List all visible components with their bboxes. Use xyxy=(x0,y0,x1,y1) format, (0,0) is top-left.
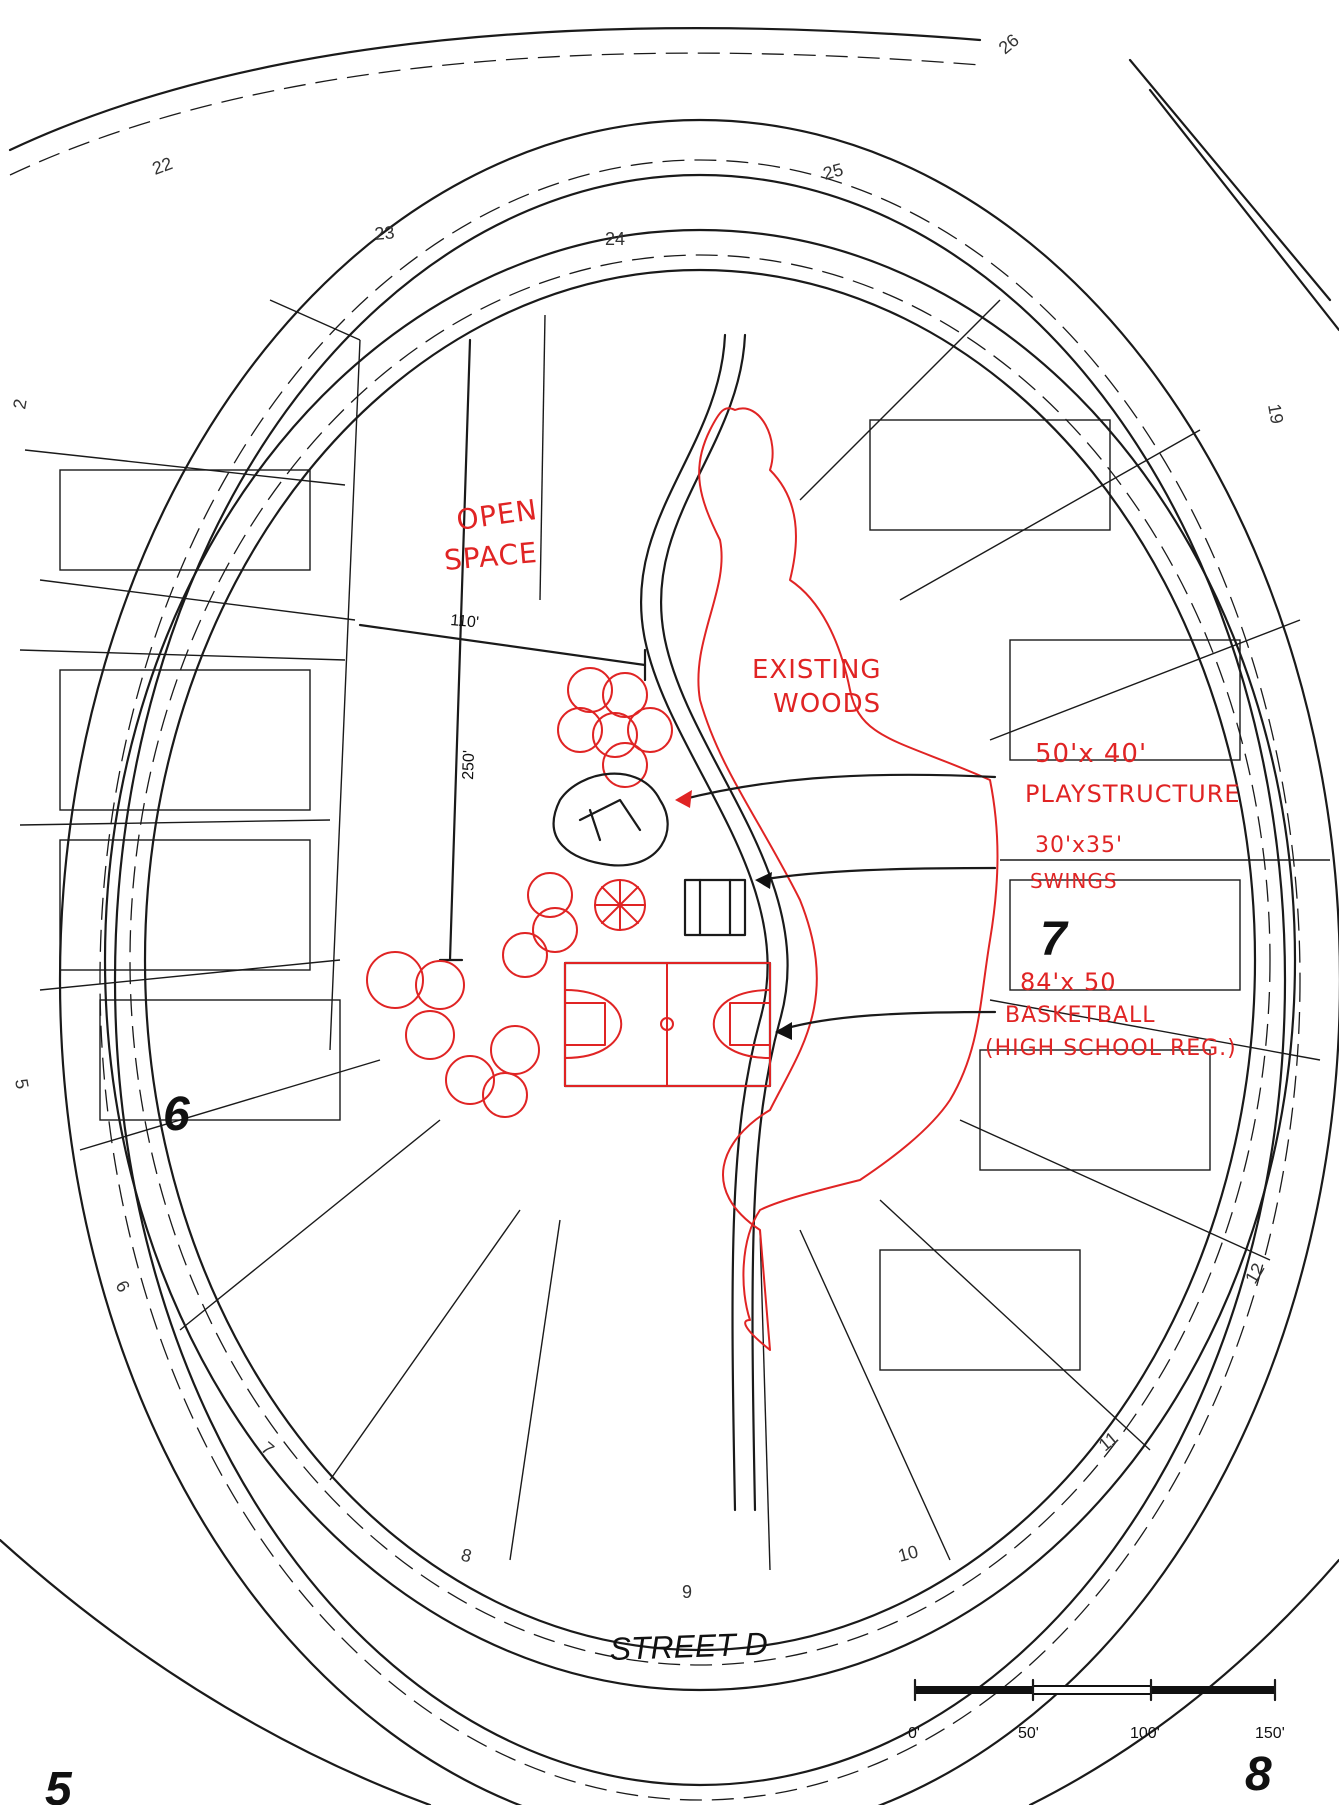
scale-bar: 0' 50' 100' 150' xyxy=(908,1678,1285,1742)
dimension-length-label: 250' xyxy=(460,750,478,780)
lot-number: 23 xyxy=(374,222,396,244)
lot-number: 10 xyxy=(896,1541,921,1566)
basketball-label: BASKETBALL xyxy=(1005,1003,1156,1028)
gazebo-symbol xyxy=(594,879,646,931)
block-number: 8 xyxy=(1245,1748,1272,1801)
building-envelopes xyxy=(59,419,1241,1371)
swings-note: 30'x35' SWINGS xyxy=(1030,833,1123,893)
existing-woods-outline xyxy=(697,407,999,1351)
block-number-labels: 6 7 8 5 xyxy=(45,913,1272,1805)
swings-size: 30'x35' xyxy=(1035,833,1123,858)
playstructure-size: 50'x 40' xyxy=(1035,739,1147,769)
swing-set-symbol xyxy=(683,878,747,937)
lot-number: 12 xyxy=(1241,1260,1268,1287)
lot-number: 26 xyxy=(995,30,1023,58)
street-name-label: STREET D xyxy=(609,1625,768,1667)
playstructure-note: 50'x 40' PLAYSTRUCTURE xyxy=(1025,739,1241,808)
basketball-regulation: (HIGH SCHOOL REG.) xyxy=(985,1036,1237,1061)
lot-number: 9 xyxy=(682,1582,692,1602)
inner-block-outline xyxy=(103,228,1297,1692)
block-number: 5 xyxy=(45,1763,73,1805)
lot-number: 8 xyxy=(459,1545,474,1567)
scale-label-50: 50' xyxy=(1018,1725,1039,1742)
block-number: 7 xyxy=(1040,913,1069,966)
playstructure-label: PLAYSTRUCTURE xyxy=(1025,780,1241,808)
playstructure-symbol xyxy=(552,772,669,867)
open-space-line-1: OPEN xyxy=(454,493,539,537)
lot-number: 11 xyxy=(1095,1428,1122,1455)
leader-arrows xyxy=(675,773,997,1040)
lot-number-labels: 22 23 24 25 26 2 19 5 6 7 8 9 10 11 12 xyxy=(9,30,1287,1602)
lot-lines xyxy=(19,299,1330,1571)
woods-line-2: WOODS xyxy=(773,689,881,719)
basketball-note: 84'x 50 BASKETBALL (HIGH SCHOOL REG.) xyxy=(985,968,1237,1061)
tree-cluster-north xyxy=(557,667,673,788)
central-path xyxy=(639,333,789,1512)
scale-label-100: 100' xyxy=(1130,1725,1160,1742)
lot-number: 22 xyxy=(150,153,176,179)
lot-number: 25 xyxy=(821,159,846,184)
lot-number: 6 xyxy=(112,1277,134,1296)
lot-number: 2 xyxy=(9,397,30,410)
block-number: 6 xyxy=(163,1088,190,1141)
lot-number: 5 xyxy=(11,1077,32,1090)
lot-number: 19 xyxy=(1264,402,1287,425)
lot-number: 24 xyxy=(605,229,625,249)
dimension-lines xyxy=(358,338,647,962)
ring-road xyxy=(59,119,1339,1805)
outer-parcels xyxy=(0,27,1339,1805)
basketball-size: 84'x 50 xyxy=(1020,968,1117,996)
scale-label-0: 0' xyxy=(908,1725,920,1742)
dimension-width-label: 110' xyxy=(450,612,480,631)
woods-line-1: EXISTING xyxy=(752,655,882,685)
scale-label-150: 150' xyxy=(1255,1725,1285,1742)
open-space-line-2: SPACE xyxy=(443,536,539,577)
swings-label: SWINGS xyxy=(1030,869,1118,893)
open-space-note: OPEN SPACE xyxy=(443,493,540,577)
tree-cluster-southwest xyxy=(366,872,578,1118)
basketball-court xyxy=(563,961,772,1088)
existing-woods-note: EXISTING WOODS xyxy=(752,655,882,719)
lot-number: 7 xyxy=(257,1438,278,1460)
